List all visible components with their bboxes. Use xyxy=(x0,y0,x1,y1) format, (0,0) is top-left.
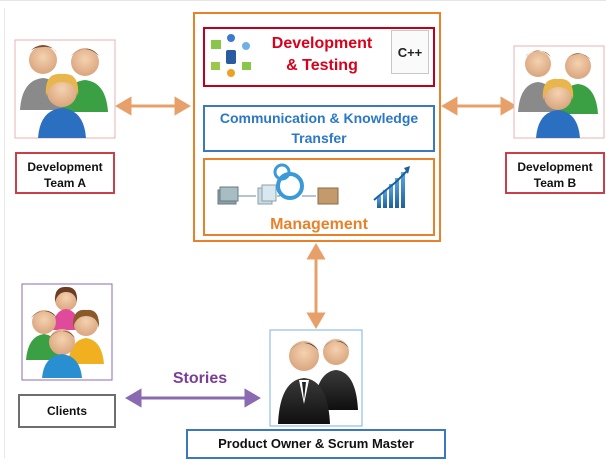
arrow-central-product-owner xyxy=(306,243,326,329)
communication-label: Communication & Knowledge Transfer xyxy=(219,110,419,146)
product-owner-label: Product Owner & Scrum Master xyxy=(186,429,446,459)
arrow-team-a-central xyxy=(115,96,191,116)
team-a-label: Development Team A xyxy=(15,152,115,194)
central-process-box xyxy=(193,12,441,242)
clients-people-icon xyxy=(21,283,113,381)
team-a-people-icon xyxy=(14,39,116,139)
management-label: Management xyxy=(270,216,368,233)
clients-label: Clients xyxy=(18,394,116,428)
team-b-label: Development Team B xyxy=(505,152,605,194)
growth-chart-icon xyxy=(373,166,410,208)
arrow-central-team-b xyxy=(441,96,517,116)
testing-tools-icon xyxy=(211,34,251,77)
top-border xyxy=(0,0,606,9)
stories-label: Stories xyxy=(172,370,228,387)
cpp-file-icon: C++ xyxy=(391,30,429,74)
communication-box xyxy=(203,105,435,152)
scrum-process-icon xyxy=(217,163,339,205)
arrow-clients-product-owner xyxy=(125,388,261,408)
product-owner-people-icon xyxy=(269,329,363,427)
team-b-people-icon xyxy=(513,45,605,139)
development-testing-label: Development & Testing xyxy=(271,35,373,74)
left-border xyxy=(4,8,5,458)
